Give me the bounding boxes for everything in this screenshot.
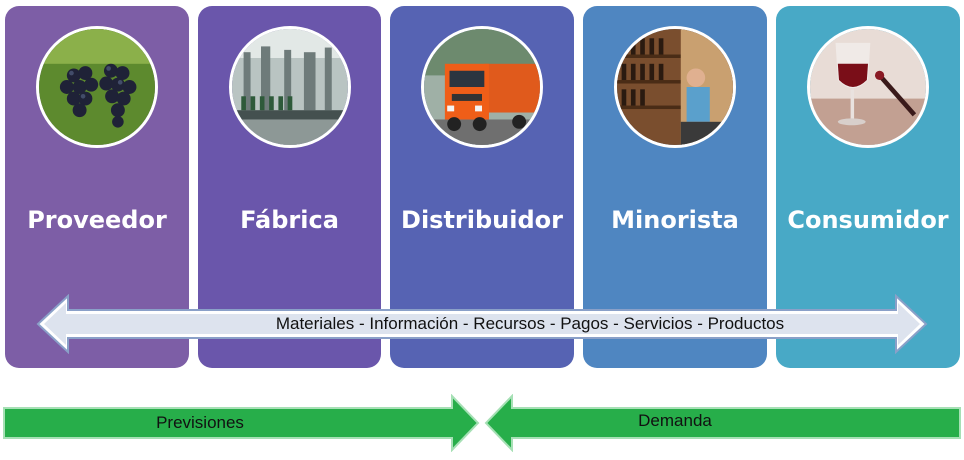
wine-glass-image	[807, 26, 929, 148]
right-arrow-icon	[3, 394, 480, 452]
demand-label: Demanda	[638, 411, 712, 430]
stage-label: Fábrica	[240, 206, 339, 234]
left-arrow-icon	[484, 394, 961, 452]
flow-label: Materiales - Información - Recursos - Pa…	[275, 314, 785, 333]
truck-image	[421, 26, 543, 148]
wine-shop-image	[614, 26, 736, 148]
stage-label: Proveedor	[27, 206, 167, 234]
stage-proveedor: Proveedor	[5, 6, 189, 368]
stage-label: Distribuidor	[401, 206, 563, 234]
stage-distribuidor: Distribuidor	[390, 6, 574, 368]
stage-consumidor: Consumidor	[776, 6, 960, 368]
stage-minorista: Minorista	[583, 6, 767, 368]
double-arrow-icon	[36, 294, 928, 354]
forecast-demand-arrows	[3, 394, 961, 452]
factory-image	[228, 26, 351, 148]
stage-fabrica: Fábrica	[198, 6, 381, 368]
forecast-label: Previsiones	[156, 413, 244, 432]
grapes-image	[36, 26, 158, 148]
stage-label: Consumidor	[787, 206, 949, 234]
stage-label: Minorista	[611, 206, 739, 234]
